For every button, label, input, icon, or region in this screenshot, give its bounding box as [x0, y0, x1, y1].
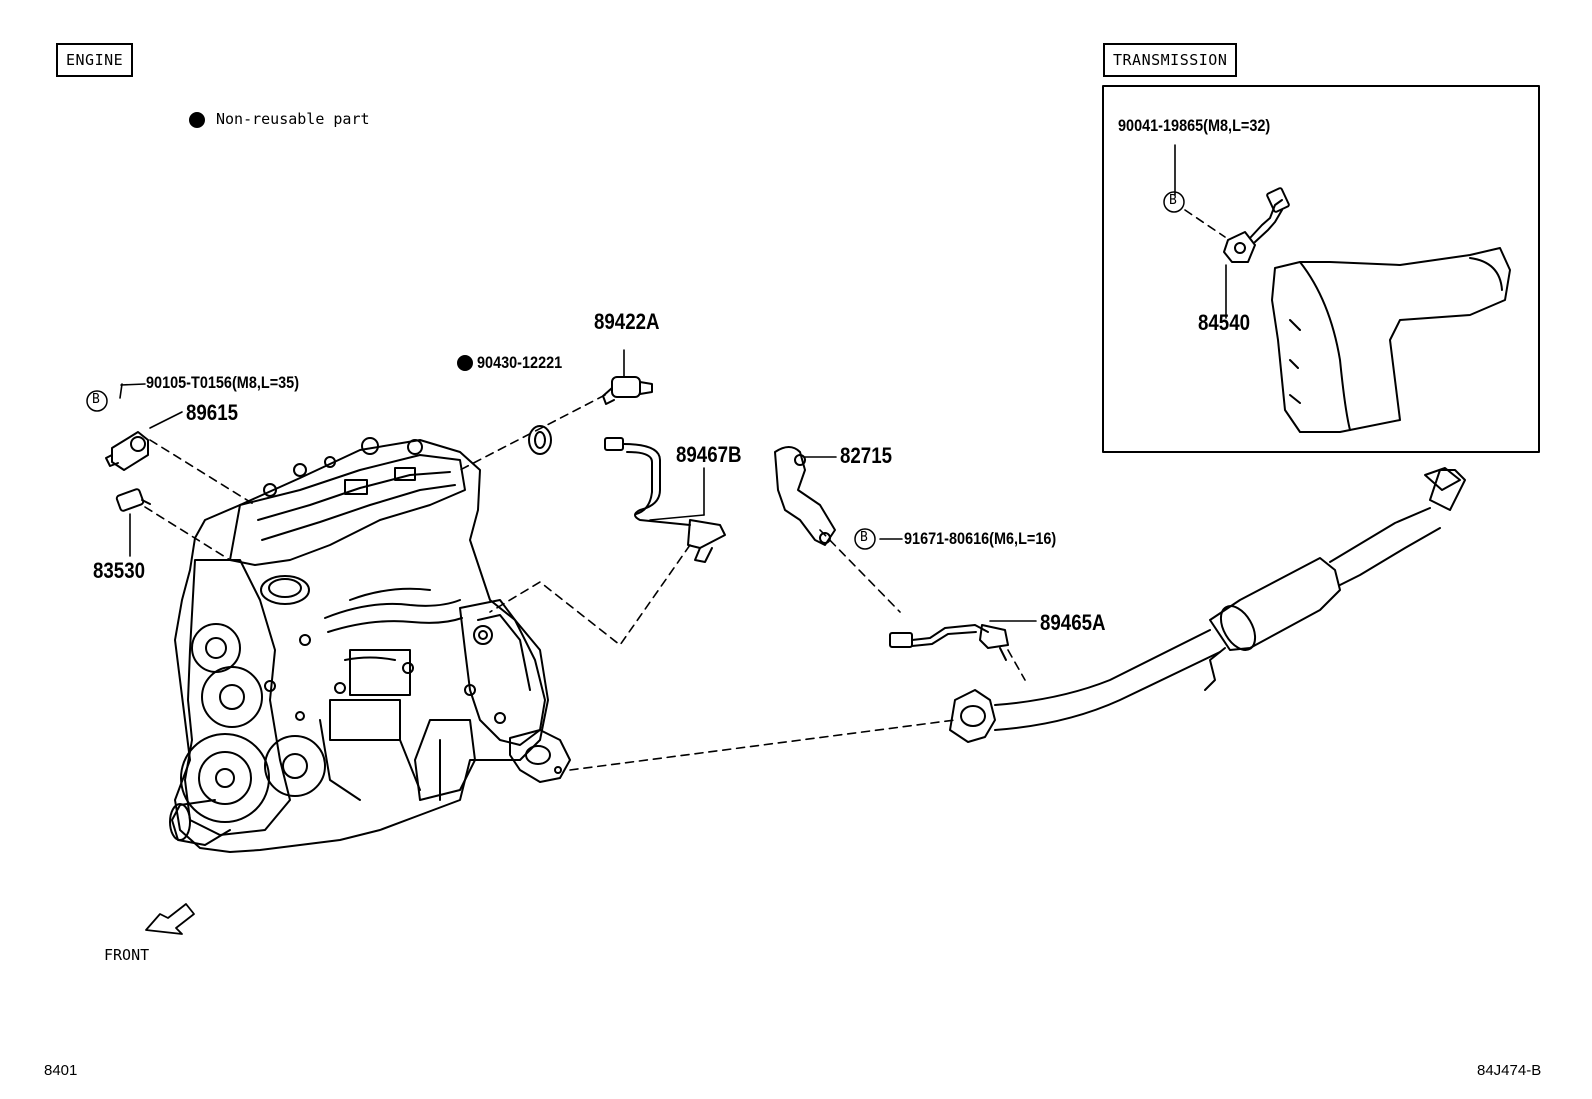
callout-91671-80616[interactable]: 91671-80616(M6,L=16)	[904, 529, 1057, 548]
callout-89615[interactable]: 89615	[186, 400, 239, 425]
front-label: FRONT	[104, 946, 150, 964]
callout-89422a[interactable]: 89422A	[594, 309, 660, 334]
callout-90430-12221[interactable]: 90430-12221	[477, 353, 563, 372]
bolt-marker-icon	[1163, 191, 1185, 213]
transmission-section-label: TRANSMISSION	[1103, 43, 1238, 77]
illustration-code: 84J474-B	[1477, 1062, 1542, 1079]
engine-section-label: ENGINE	[56, 43, 134, 77]
bolt-marker-icon	[86, 390, 108, 412]
callout-83530[interactable]: 83530	[93, 558, 146, 583]
part-90430-gasket	[528, 425, 552, 455]
non-reusable-bullet-icon	[189, 112, 205, 128]
bolt-marker-icon	[854, 528, 876, 550]
transmission-inset-frame	[1102, 85, 1540, 453]
part-89465a-o2-sensor	[889, 624, 1009, 661]
non-reusable-bullet-icon	[457, 355, 473, 371]
exhaust-pipe	[949, 467, 1466, 743]
legend-non-reusable: Non-reusable part	[216, 110, 370, 128]
part-82715-bracket	[774, 446, 836, 546]
figure-number: 8401	[44, 1062, 78, 1079]
part-89615-knock-sensor	[105, 431, 149, 471]
engine-assembly	[169, 437, 571, 853]
bolt-marker-letter: B	[92, 392, 100, 407]
callout-90041-19865[interactable]: 90041-19865(M8,L=32)	[1118, 116, 1271, 135]
part-89422a-sensor	[602, 376, 653, 405]
front-arrow-icon	[145, 903, 195, 935]
bolt-marker-letter: B	[1169, 193, 1177, 208]
callout-84540[interactable]: 84540	[1198, 310, 1251, 335]
callout-89465a[interactable]: 89465A	[1040, 610, 1106, 635]
bolt-marker-letter: B	[860, 530, 868, 545]
callout-89467b[interactable]: 89467B	[676, 442, 742, 467]
part-83530-oil-switch	[115, 488, 151, 512]
label-leaders	[119, 144, 1227, 622]
leader-lines	[144, 209, 1226, 771]
part-89467b-af-sensor	[604, 437, 726, 563]
callout-82715[interactable]: 82715	[840, 443, 893, 468]
transmission-assembly	[1223, 187, 1511, 433]
callout-90105-t0156[interactable]: 90105-T0156(M8,L=35)	[146, 373, 300, 392]
